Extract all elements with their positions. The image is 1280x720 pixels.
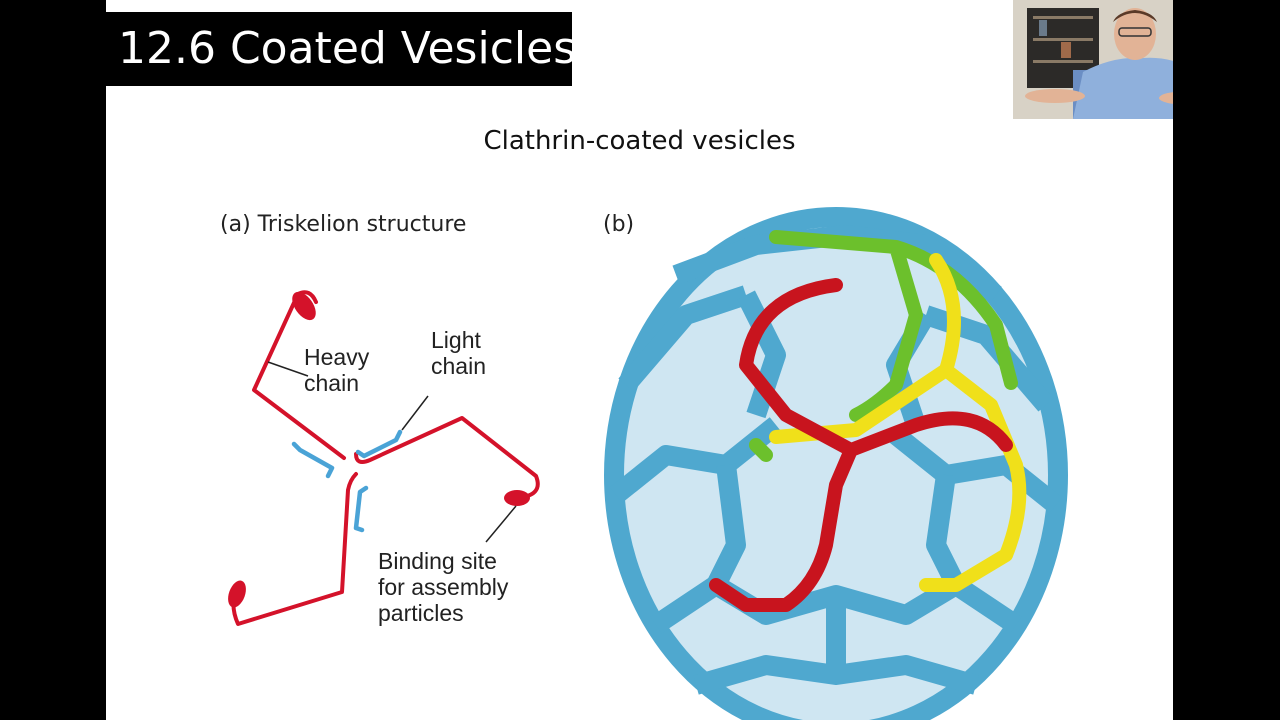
light-chain-lower xyxy=(353,485,369,533)
light-chain-label-line2: chain xyxy=(431,353,486,379)
yellow-triskelion xyxy=(769,253,1027,592)
light-chain-right xyxy=(355,429,403,459)
slide-title: 12.6 Coated Vesicles xyxy=(118,23,577,74)
light-chain-left xyxy=(291,441,335,479)
light-chain-label: Light chain xyxy=(431,327,486,379)
title-banner: 12.6 Coated Vesicles xyxy=(106,12,576,86)
webcam-video xyxy=(1013,0,1173,119)
heavy-chain-label-line1: Heavy xyxy=(304,344,370,370)
upper-terminal-domain xyxy=(292,291,316,321)
slide-subtitle: Clathrin-coated vesicles xyxy=(483,126,796,156)
binding-site-leader xyxy=(485,505,517,543)
slide: 12.6 Coated Vesicles Clathrin-coated ves… xyxy=(106,0,1173,720)
light-chain-label-line1: Light xyxy=(431,327,481,353)
binding-site-label: Binding site for assembly particles xyxy=(378,548,508,626)
binding-site-label-line2: for assembly xyxy=(378,574,509,600)
panel-b-label: (b) xyxy=(603,212,635,237)
triskelion-diagram xyxy=(228,290,540,626)
heavy-chain-label-line2: chain xyxy=(304,370,359,396)
clathrin-cage-image xyxy=(604,207,1068,720)
heavy-chain-leader xyxy=(267,361,309,377)
binding-site-label-line3: particles xyxy=(378,600,464,626)
light-chain-leader xyxy=(401,395,429,431)
heavy-chain-arm-right xyxy=(354,416,540,500)
presenter-image xyxy=(1013,0,1173,119)
panel-a-label: (a) Triskelion structure xyxy=(220,212,467,237)
heavy-chain-label: Heavy chain xyxy=(304,344,369,396)
lower-terminal-domain xyxy=(228,580,246,608)
heavy-chain-arm-lower xyxy=(231,472,358,626)
right-terminal-domain xyxy=(504,490,530,506)
binding-site-label-line1: Binding site xyxy=(378,548,497,574)
red-triskelion xyxy=(709,278,1013,612)
